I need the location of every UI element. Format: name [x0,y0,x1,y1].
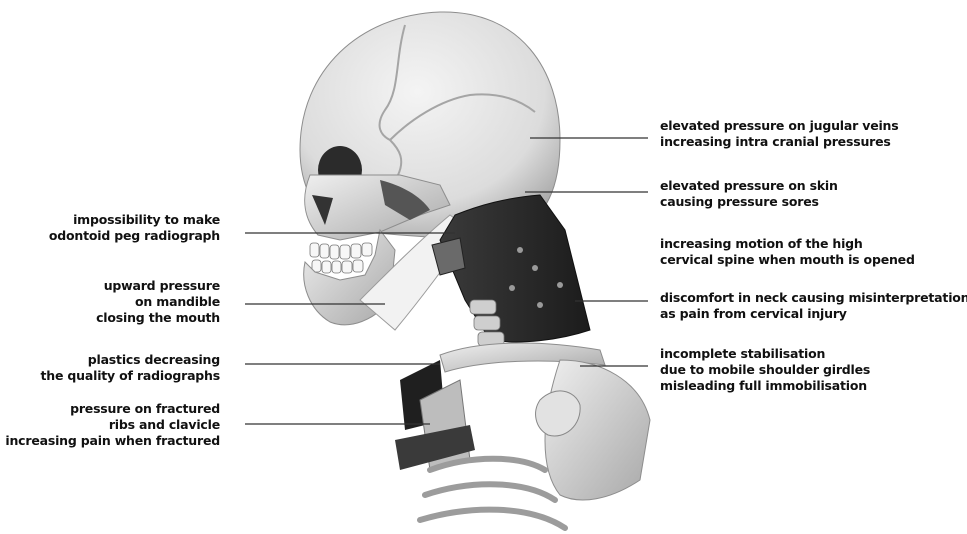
annotation-mandible-pressure: upward pressure on mandible closing the … [96,278,220,326]
annotation-jugular-veins: elevated pressure on jugular veins incre… [660,118,899,150]
annotation-odontoid-peg: impossibility to make odontoid peg radio… [49,212,220,244]
annotation-pressure-sores: elevated pressure on skin causing pressu… [660,178,838,210]
annotation-fractured-ribs: pressure on fractured ribs and clavicle … [5,401,220,449]
ribs [420,459,565,528]
teeth [310,243,372,273]
annotation-plastics-radiographs: plastics decreasing the quality of radio… [41,352,220,384]
annotation-incomplete-stabilisation: incomplete stabilisation due to mobile s… [660,346,870,394]
annotation-cervical-motion: increasing motion of the high cervical s… [660,236,915,268]
annotation-neck-discomfort: discomfort in neck causing misinterpreta… [660,290,967,322]
